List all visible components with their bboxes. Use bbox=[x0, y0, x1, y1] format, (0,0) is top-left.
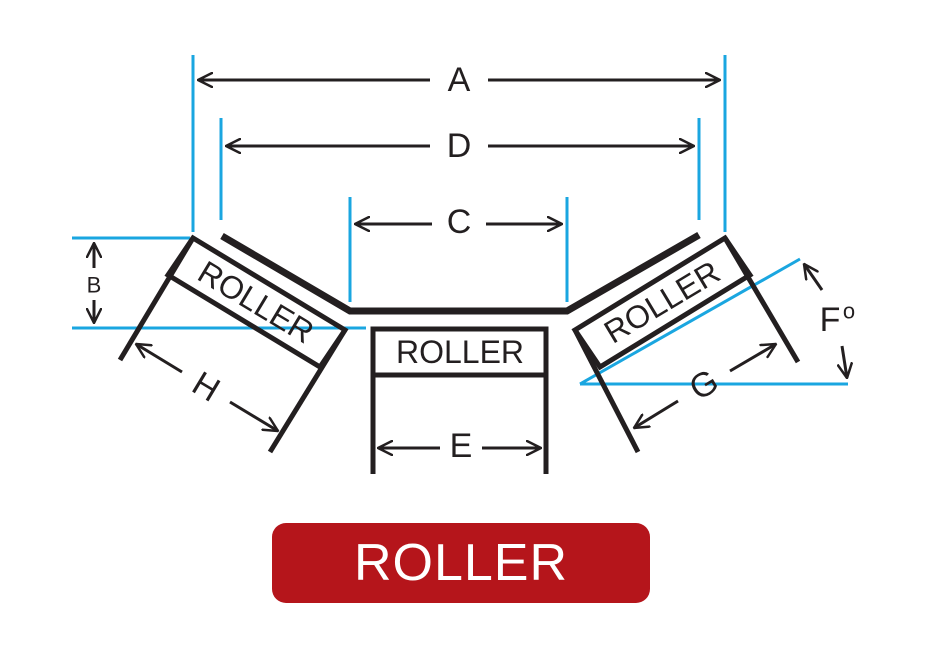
center-roller-body bbox=[370, 326, 549, 378]
dim-c-label: C bbox=[447, 203, 472, 241]
right-roller bbox=[571, 234, 801, 454]
right-roller-bracket-inner bbox=[572, 328, 641, 454]
title-badge: ROLLER bbox=[272, 523, 650, 603]
dim-d-label: D bbox=[447, 127, 472, 165]
reference-lines bbox=[72, 55, 848, 386]
dim-h-label: H bbox=[186, 364, 227, 409]
left-roller bbox=[117, 234, 349, 454]
title-badge-text: ROLLER bbox=[353, 534, 569, 592]
belt-line bbox=[220, 231, 701, 315]
dim-g-label: G bbox=[683, 362, 725, 408]
dim-f-label: F bbox=[820, 301, 841, 339]
left-roller-bracket-outer bbox=[117, 236, 196, 362]
center-roller-label: ROLLER bbox=[396, 334, 524, 370]
dim-b-label: B bbox=[87, 273, 102, 298]
left-roller-bracket-inner bbox=[267, 328, 348, 454]
dim-f-arrow-upper bbox=[804, 264, 824, 291]
center-roller bbox=[370, 326, 549, 474]
dim-h-arrow-upper bbox=[136, 342, 183, 374]
dim-g-arrow-upper bbox=[729, 342, 776, 373]
dim-f-degree-mark: o bbox=[843, 299, 855, 324]
ref-line-f-angle bbox=[579, 257, 801, 386]
dim-e-label: E bbox=[450, 427, 473, 465]
dim-a-label: A bbox=[448, 61, 471, 99]
dimension-arrows bbox=[94, 80, 847, 448]
dim-g-arrow-lower bbox=[634, 399, 679, 430]
right-roller-bracket-outer bbox=[722, 236, 801, 364]
dim-h-arrow-lower bbox=[229, 400, 278, 433]
dim-f-arrow-lower bbox=[842, 345, 847, 378]
